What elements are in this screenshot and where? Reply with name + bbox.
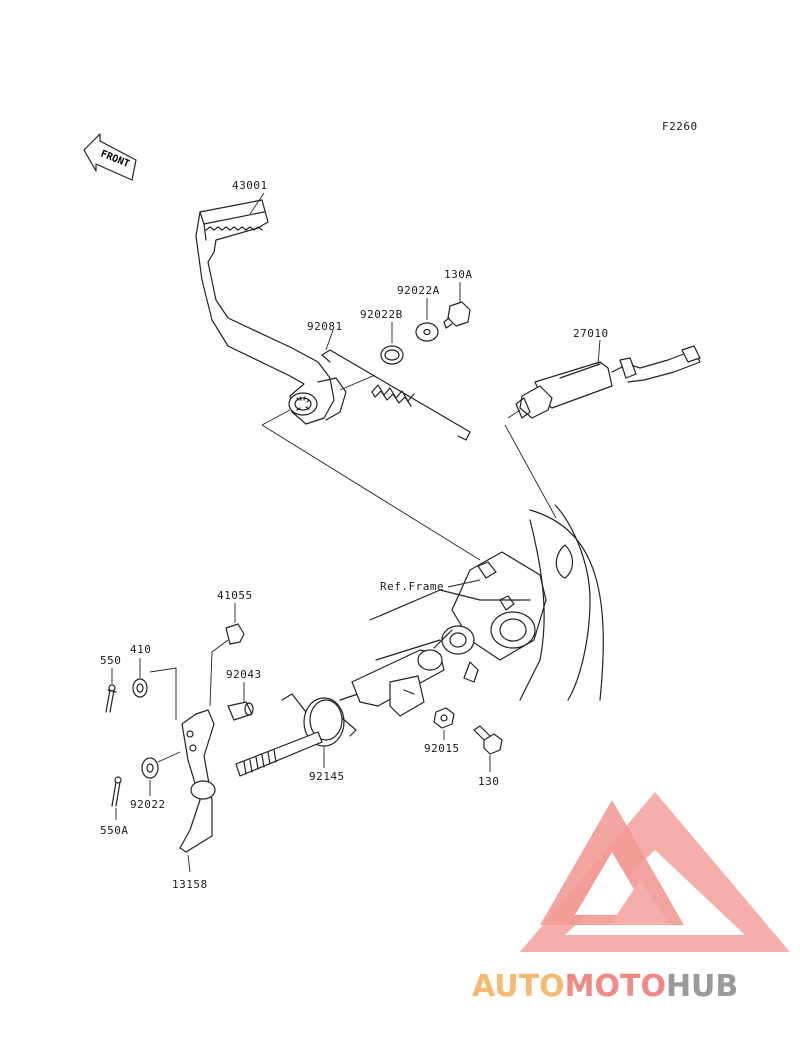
washer-92022 bbox=[141, 757, 159, 779]
label-130: 130 bbox=[478, 775, 499, 788]
label-13158: 13158 bbox=[172, 878, 208, 891]
brake-pedal bbox=[195, 199, 347, 425]
label-92022a: 92022A bbox=[397, 284, 440, 297]
pin-41055 bbox=[225, 623, 245, 645]
label-410: 410 bbox=[130, 643, 151, 656]
bolt-130a bbox=[443, 301, 471, 329]
label-130a: 130A bbox=[444, 268, 473, 281]
label-550: 550 bbox=[100, 654, 121, 667]
figure-code: F2260 bbox=[662, 120, 698, 133]
watermark-auto: AUTO bbox=[472, 969, 565, 1004]
watermark-hub: HUB bbox=[666, 969, 738, 1004]
label-92145: 92145 bbox=[309, 770, 345, 783]
cotter-pin-550a bbox=[111, 776, 122, 807]
label-27010: 27010 bbox=[573, 327, 609, 340]
label-43001: 43001 bbox=[232, 179, 268, 192]
label-92015: 92015 bbox=[424, 742, 460, 755]
frame-section bbox=[339, 504, 604, 701]
label-92022b: 92022B bbox=[360, 308, 403, 321]
ref-frame-label: Ref.Frame bbox=[380, 580, 444, 593]
brake-light-switch bbox=[515, 345, 701, 419]
washer-410 bbox=[132, 678, 148, 698]
washer-92022a bbox=[415, 322, 439, 342]
pin-92043 bbox=[227, 701, 254, 721]
bolt-130 bbox=[473, 725, 503, 755]
watermark-moto: MOTO bbox=[565, 969, 666, 1004]
brake-lever-arm bbox=[179, 709, 323, 853]
washer-92022b bbox=[380, 345, 404, 365]
cotter-pin-550 bbox=[105, 684, 117, 713]
label-41055: 41055 bbox=[217, 589, 253, 602]
label-92043: 92043 bbox=[226, 668, 262, 681]
nut-92015 bbox=[433, 707, 455, 729]
watermark-text: AUTOMOTOHUB bbox=[472, 969, 738, 1004]
label-550a: 550A bbox=[100, 824, 129, 837]
label-92081: 92081 bbox=[307, 320, 343, 333]
return-spring bbox=[321, 349, 471, 441]
front-arrow-icon: FRONT bbox=[83, 133, 137, 181]
watermark-logo bbox=[520, 792, 790, 952]
label-92022: 92022 bbox=[130, 798, 166, 811]
pivot-shaft bbox=[351, 625, 475, 717]
